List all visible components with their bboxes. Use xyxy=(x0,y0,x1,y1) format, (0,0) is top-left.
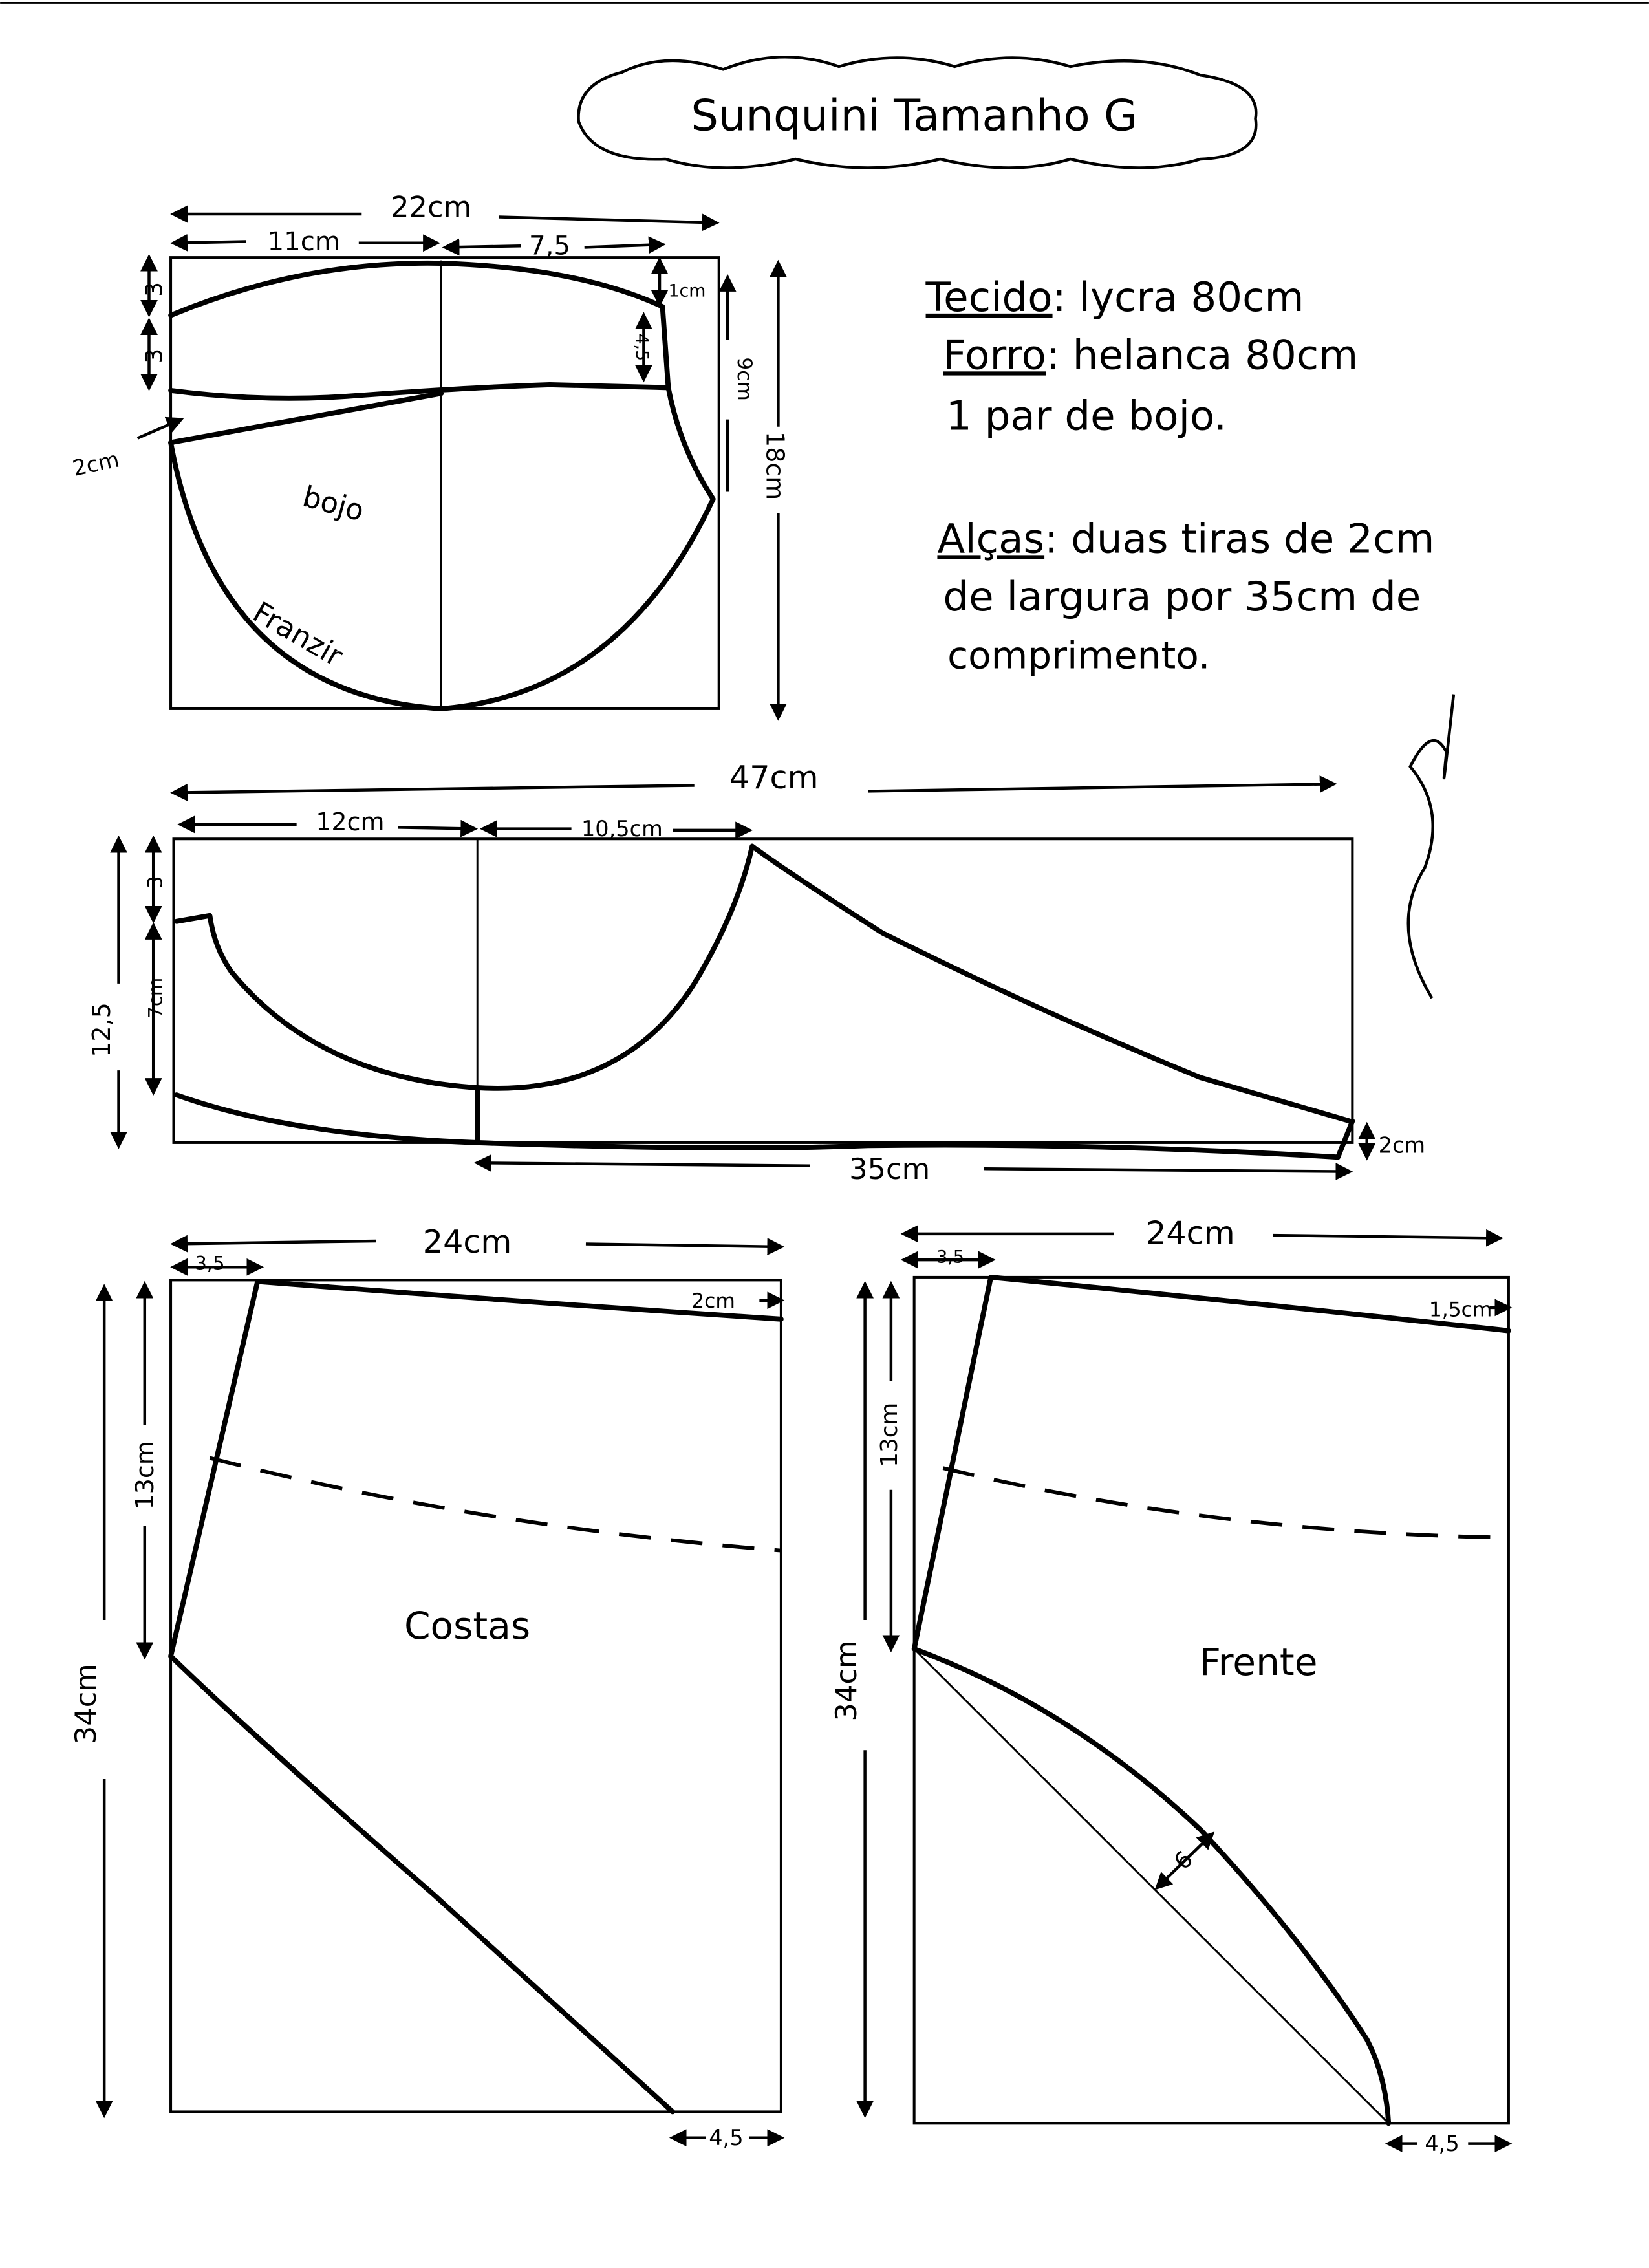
note-bojo: 1 par de bojo. xyxy=(946,392,1227,439)
frente-dim-34cm: 34cm xyxy=(829,1640,863,1721)
note-tecido: Tecido: lycra 80cm xyxy=(925,274,1304,321)
dim-12cm: 12cm xyxy=(316,808,384,836)
frente-dim-1-5cm: 1,5cm xyxy=(1429,1298,1492,1321)
costas-frame xyxy=(169,1279,782,2113)
dim-3-upper: 3 xyxy=(142,282,168,297)
frente-piece: 6 Frente 24cm 3,5 1,5cm 34cm 13cm 4,5 xyxy=(829,1214,1513,2156)
label-bojo: bojo xyxy=(299,479,368,528)
frente-dashed-line xyxy=(942,1466,1509,1540)
top-piece-frame xyxy=(169,256,720,710)
dim-1cm: 1cm xyxy=(668,281,706,301)
material-notes: Tecido: lycra 80cm Forro: helanca 80cm 1… xyxy=(925,274,1435,677)
dim-47cm: 47cm xyxy=(729,759,819,796)
costas-dim-4-5: 4,5 xyxy=(709,2125,743,2150)
middle-cup-curve xyxy=(174,843,1352,1124)
middle-piece-top-band: 47cm 12cm 10,5cm 12,5 3 7cm 35cm 2cm xyxy=(87,759,1425,1186)
costas-dim-3-5: 3,5 xyxy=(195,1253,224,1275)
dim-3-lower: 3 xyxy=(142,349,168,363)
signature xyxy=(1406,694,1456,999)
page-title: Sunquini Tamanho G xyxy=(691,90,1137,140)
note-alcas-line2: de largura por 35cm de xyxy=(943,573,1421,620)
note-forro: Forro: helanca 80cm xyxy=(943,331,1358,378)
costas-piece: Costas 24cm 3,5 2cm 34cm 13cm 4,5 xyxy=(69,1223,785,2150)
frente-dim-4-5: 4,5 xyxy=(1425,2131,1459,2156)
frente-dim-13cm: 13cm xyxy=(876,1403,903,1467)
dim-3: 3 xyxy=(144,876,167,889)
middle-piece-frame xyxy=(172,837,1354,1144)
dim-2cm: 2cm xyxy=(70,447,122,481)
title-cloud: Sunquini Tamanho G xyxy=(577,56,1258,169)
dim-18cm: 18cm xyxy=(761,431,790,500)
costas-dim-34cm: 34cm xyxy=(69,1663,103,1744)
cup-top-line xyxy=(168,391,444,446)
band-lower-line xyxy=(168,382,671,401)
dim-2cm-right: 2cm xyxy=(1379,1133,1425,1158)
frente-dim-3-5: 3,5 xyxy=(936,1247,964,1268)
upper-band-curve xyxy=(168,260,671,391)
top-piece-bra-cup: 22cm 11cm 7,5 3 3 1cm 4,5 9cm 18cm 2cm b… xyxy=(70,189,790,721)
costas-dim-13cm: 13cm xyxy=(131,1441,159,1509)
label-costas: Costas xyxy=(404,1604,530,1648)
frente-dim-24cm: 24cm xyxy=(1146,1214,1235,1251)
frente-outline xyxy=(911,1275,1511,2126)
cup-curve xyxy=(168,385,716,711)
costas-dim-2cm: 2cm xyxy=(691,1290,735,1313)
dim-11cm: 11cm xyxy=(268,227,341,257)
dim-10-5cm: 10,5cm xyxy=(581,816,663,841)
dim-9cm: 9cm xyxy=(733,357,756,401)
dim-35cm: 35cm xyxy=(849,1152,930,1186)
dim-22cm: 22cm xyxy=(391,189,471,224)
dim-7cm: 7cm xyxy=(145,978,167,1019)
note-alcas-line3: comprimento. xyxy=(947,633,1210,677)
costas-dashed-line xyxy=(209,1456,782,1553)
costas-outline xyxy=(168,1279,784,2115)
label-frente: Frente xyxy=(1199,1640,1317,1684)
dim-12-5: 12,5 xyxy=(87,1002,116,1057)
costas-dim-24cm: 24cm xyxy=(423,1223,512,1260)
middle-bottom-line xyxy=(174,1092,1355,1160)
note-alcas: Alças: duas tiras de 2cm xyxy=(937,515,1434,562)
dim-7-5: 7,5 xyxy=(529,232,570,261)
dim-4-5: 4,5 xyxy=(632,333,652,361)
frente-frame xyxy=(912,1275,1510,2125)
